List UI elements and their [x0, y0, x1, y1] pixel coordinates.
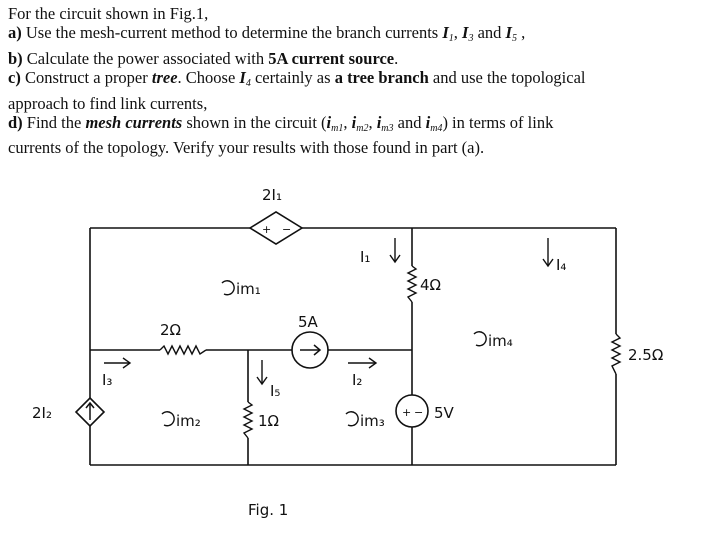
dependent-voltage-source-top: + − 2I₁	[248, 186, 304, 245]
label-i4: I₄	[556, 256, 566, 274]
var-i3: I	[462, 23, 469, 43]
var-im1-sub: m1	[331, 123, 344, 135]
mesh-arrows	[161, 280, 487, 427]
part-c: c) Construct a proper tree. Choose I4 ce…	[8, 68, 714, 93]
circuit-diagram: + − 2I₁ 2I₂ 2Ω 1Ω 4Ω 2.5Ω 5A + −	[32, 186, 663, 519]
mesh-label-im4: im₄	[488, 332, 513, 350]
dep-source-top-minus: −	[282, 223, 291, 236]
tree-word: tree	[151, 68, 178, 88]
var-im2-sub: m2	[356, 123, 369, 135]
and-text: and	[477, 23, 502, 43]
and-text-d: and	[397, 113, 422, 133]
part-d-line2: currents of the topology. Verify your re…	[8, 138, 714, 157]
label-i5: I₅	[270, 382, 280, 400]
part-b: b) Calculate the power associated with 5…	[8, 49, 714, 68]
intro-line: For the circuit shown in Fig.1,	[8, 4, 714, 23]
resistor-2ohm-label: 2Ω	[160, 321, 181, 339]
part-b-bold: 5A current source	[268, 48, 395, 68]
label-i3: I₃	[102, 371, 112, 389]
part-d-text2: shown in the circuit (	[186, 113, 327, 133]
part-d-bold: mesh currents	[85, 113, 183, 133]
circuit-wires	[89, 227, 617, 466]
var-im1: i	[326, 113, 332, 133]
mesh-label-im1: im₁	[236, 280, 261, 298]
voltage-source-plus: +	[402, 406, 411, 419]
part-d-text3: ) in terms of link	[442, 113, 554, 133]
label-i1: I₁	[360, 248, 370, 266]
resistor-4ohm: 4Ω	[406, 265, 441, 303]
resistor-1ohm-label: 1Ω	[258, 412, 279, 430]
part-d-label: d)	[8, 113, 23, 133]
part-d: d) Find the mesh currents shown in the c…	[8, 113, 554, 135]
part-d-text1: Find the	[26, 113, 82, 133]
part-a: a) Use the mesh-current method to determ…	[8, 23, 714, 48]
problem-statement: For the circuit shown in Fig.1, a) Use t…	[8, 4, 714, 158]
current-source-5A: 5A	[291, 313, 329, 369]
var-im4: i	[425, 113, 431, 133]
part-c-text2: . Choose	[177, 68, 236, 88]
dep-source-top-plus: +	[262, 223, 271, 236]
voltage-source-minus: −	[414, 406, 423, 419]
var-i1-sub: 1	[448, 33, 454, 45]
part-c-line2-text: approach to find link currents,	[8, 93, 208, 113]
voltage-source-label: 5V	[434, 404, 455, 422]
var-i3-sub: 3	[468, 33, 474, 45]
part-a-end: ,	[521, 23, 526, 43]
label-i2: I₂	[352, 371, 362, 389]
var-im3-sub: m3	[381, 123, 394, 135]
resistor-2-5ohm: 2.5Ω	[610, 333, 663, 375]
var-im3: i	[376, 113, 382, 133]
var-im4-sub: m4	[430, 123, 443, 135]
dep-source-top-label: 2I₁	[262, 186, 282, 204]
branch-current-arrows	[104, 238, 554, 386]
resistor-4ohm-label: 4Ω	[420, 276, 441, 294]
intro-text: For the circuit shown in Fig.1,	[8, 4, 209, 23]
part-a-label: a)	[8, 23, 22, 43]
var-i4: I	[239, 68, 246, 88]
sep: ,	[453, 23, 458, 43]
part-b-end: .	[394, 48, 399, 68]
var-im2: i	[351, 113, 357, 133]
current-source-label: 5A	[298, 313, 319, 331]
part-d-line2-text: currents of the topology. Verify your re…	[8, 138, 485, 158]
part-b-label: b)	[8, 48, 23, 68]
part-c-text3: certainly as	[254, 68, 331, 88]
mesh-label-im3: im₃	[360, 412, 385, 430]
mesh-label-im2: im₂	[176, 412, 201, 430]
resistor-1ohm: 1Ω	[242, 401, 279, 439]
resistor-2-5ohm-label: 2.5Ω	[628, 346, 663, 364]
var-i4-sub: 4	[245, 78, 251, 90]
voltage-source-5V: + − 5V	[395, 394, 455, 428]
part-c-bold: a tree branch	[334, 68, 429, 88]
part-c-label: c)	[8, 68, 21, 88]
dependent-current-source-left: 2I₂	[32, 396, 106, 428]
var-i5: I	[505, 23, 512, 43]
var-i5-sub: 5	[511, 33, 517, 45]
figure-caption: Fig. 1	[248, 501, 288, 519]
resistor-2ohm-left: 2Ω	[159, 321, 207, 356]
part-a-text: Use the mesh-current method to determine…	[25, 23, 439, 43]
part-c-line2: approach to find link currents,	[8, 94, 714, 113]
dep-source-left-label: 2I₂	[32, 404, 52, 422]
part-c-text4: and use the topological	[432, 68, 586, 88]
part-b-text: Calculate the power associated with	[26, 48, 265, 68]
part-c-text1: Construct a proper	[24, 68, 148, 88]
var-i1: I	[442, 23, 449, 43]
